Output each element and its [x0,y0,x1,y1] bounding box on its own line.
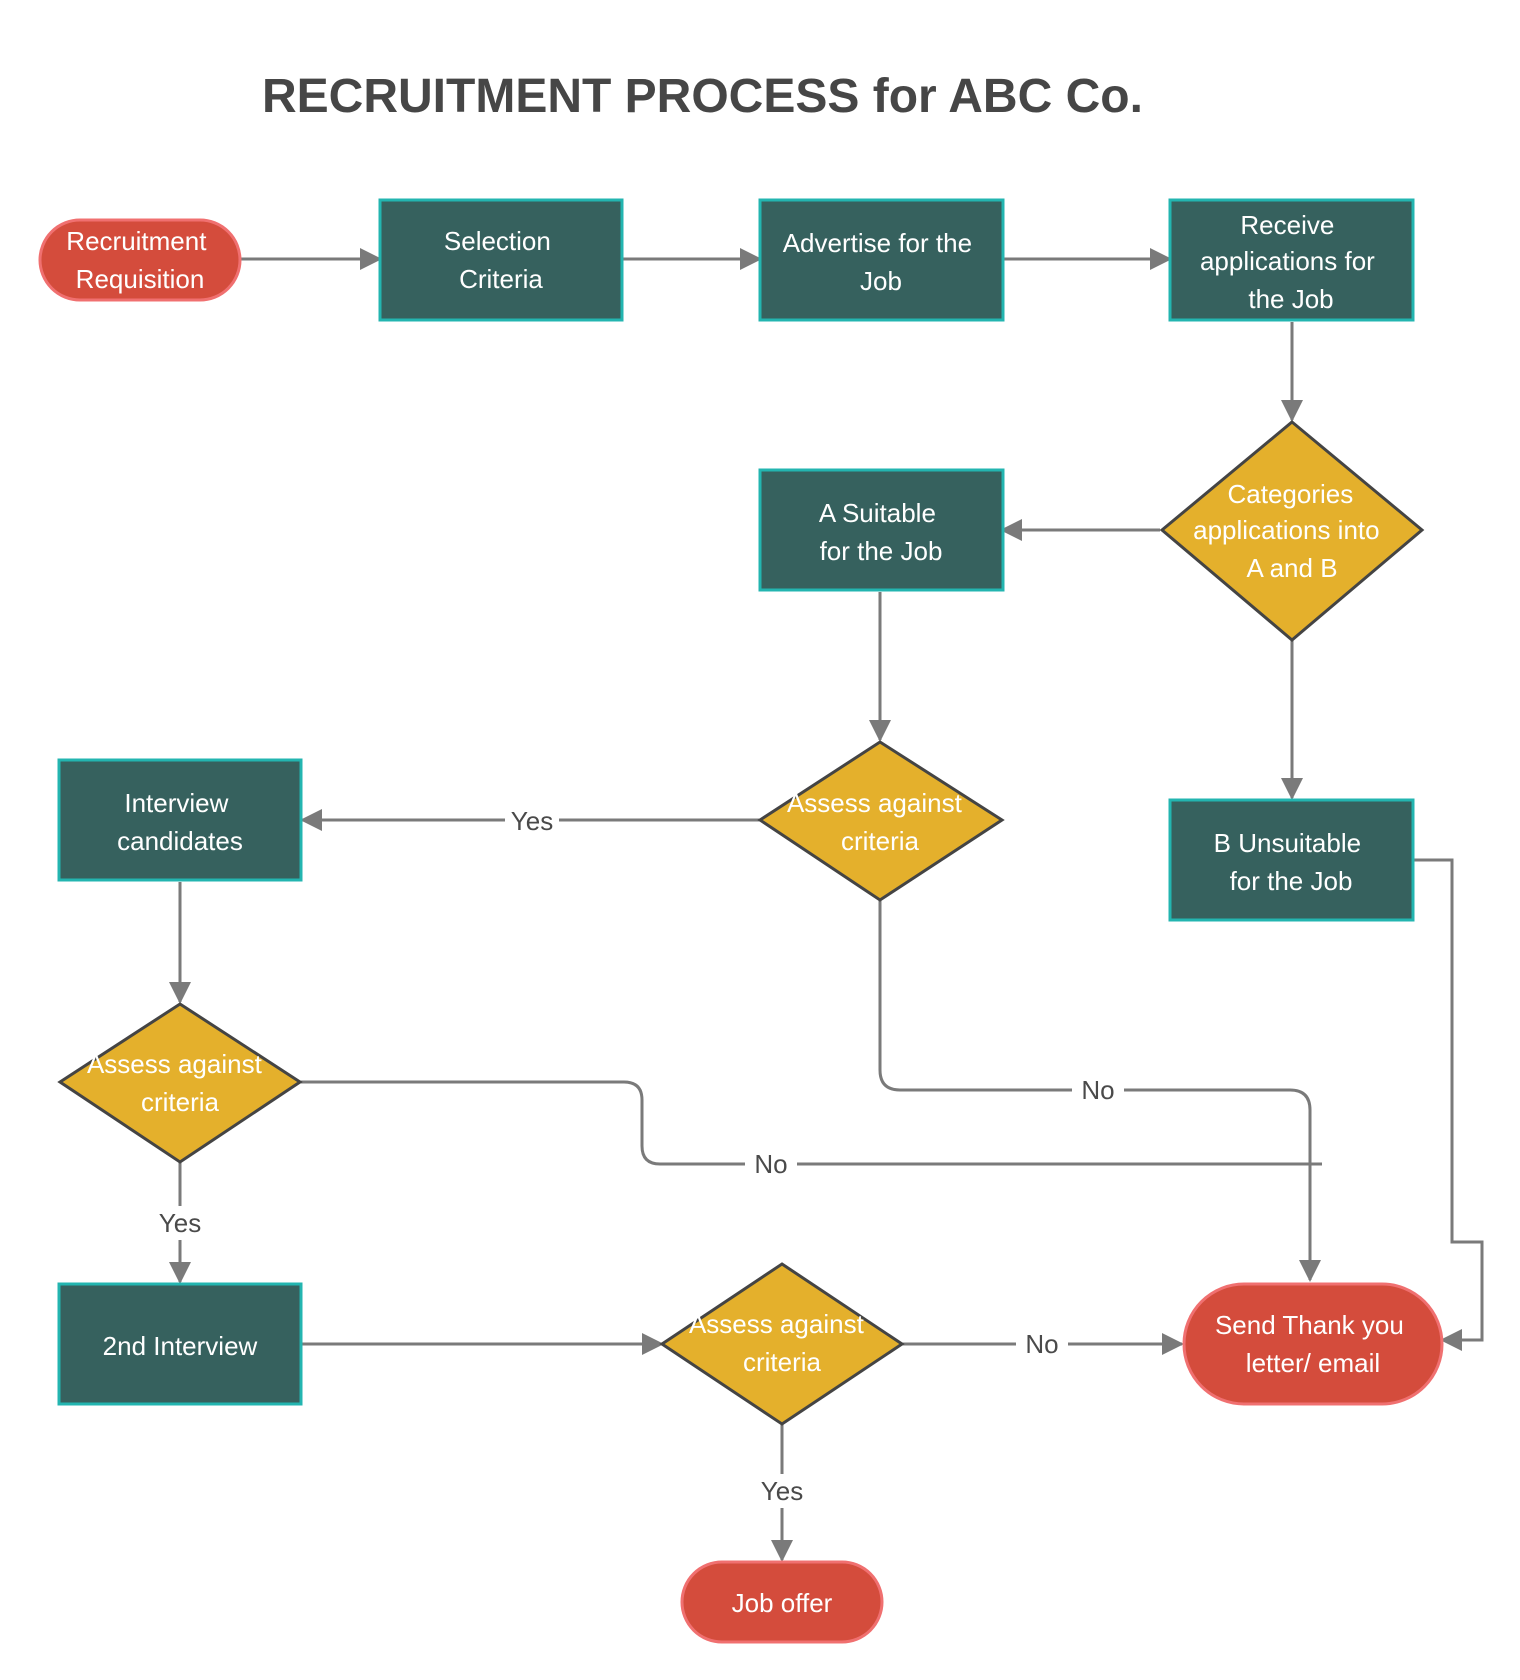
node-label: Categories applications into A and B [1193,479,1387,583]
edge-assess-2-to-thank-you [300,1080,1322,1166]
edge-label-text: Yes [159,1208,201,1238]
node-label: B Unsuitable for the Job [1214,828,1369,896]
edge-label-no-assess-2: No [745,1147,797,1181]
node-label: Send Thank you letter/ email [1215,1310,1411,1378]
edge-label-text: No [754,1149,787,1179]
node-b-unsuitable[interactable]: B Unsuitable for the Job [1168,798,1415,922]
nodes-layer: Recruitment Requisition Selection Criter… [38,198,1444,1644]
node-selection-criteria[interactable]: Selection Criteria [378,198,624,322]
edge-label-yes-assess-2: Yes [153,1206,207,1240]
node-label: Receive applications for the Job [1200,210,1382,314]
edge-b-unsuitable-to-thank-you [1414,858,1484,1351]
edge-label-text: Yes [511,806,553,836]
node-advertise-job[interactable]: Advertise for the Job [758,198,1005,322]
node-label: Interview candidates [117,788,243,856]
edge-label-text: No [1081,1075,1114,1105]
node-job-offer[interactable]: Job offer [680,1560,884,1644]
node-categorise-applications[interactable]: Categories applications into A and B [1159,420,1425,642]
diagram-title: RECRUITMENT PROCESS for ABC Co. [262,70,1143,123]
edge-labels-layer: Yes No No Yes No Yes [153,804,1124,1508]
node-recruitment-requisition[interactable]: Recruitment Requisition [38,218,242,302]
node-a-suitable[interactable]: A Suitable for the Job [758,468,1005,592]
edge-label-no-assess-1: No [1072,1073,1124,1107]
edge-label-yes-assess-1: Yes [505,804,559,838]
node-assess-1[interactable]: Assess against criteria [757,740,1005,902]
node-interview-candidates[interactable]: Interview candidates [57,758,303,882]
edge-label-text: Yes [761,1476,803,1506]
node-label: A Suitable for the Job [819,498,943,566]
node-label: Job offer [732,1588,833,1618]
node-assess-3[interactable]: Assess against criteria [659,1262,905,1426]
edge-label-text: No [1025,1329,1058,1359]
edge-label-yes-assess-3: Yes [755,1474,809,1508]
node-assess-2[interactable]: Assess against criteria [57,1002,303,1164]
edge-label-no-assess-3: No [1016,1327,1068,1361]
node-label: Assess against criteria [87,1049,269,1117]
node-second-interview[interactable]: 2nd Interview [57,1282,303,1406]
node-label: Assess against criteria [787,788,969,856]
node-label: Assess against criteria [689,1309,871,1377]
node-label: Recruitment Requisition [66,226,213,294]
node-label: Advertise for the Job [783,228,980,296]
node-receive-applications[interactable]: Receive applications for the Job [1168,198,1415,322]
node-label: Selection Criteria [444,226,558,294]
node-send-thank-you[interactable]: Send Thank you letter/ email [1182,1282,1444,1406]
node-label: 2nd Interview [103,1331,258,1361]
